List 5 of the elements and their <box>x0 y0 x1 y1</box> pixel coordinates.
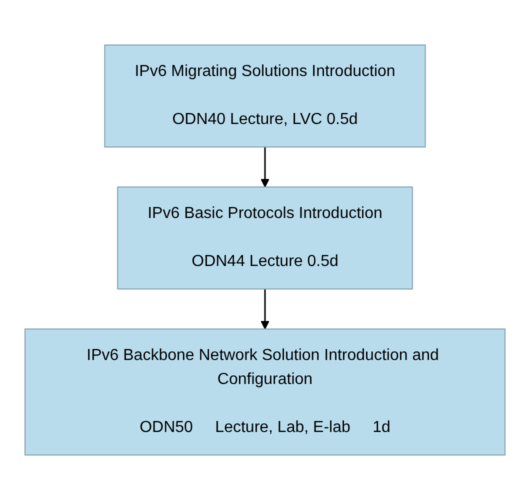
node-box: IPv6 Basic Protocols Introduction ODN44 Lecture 0.5d <box>117 186 413 289</box>
arrow <box>260 288 270 329</box>
node-box: IPv6 Backbone Network Solution Introduction and Configuration ODN50 Lecture, Lab, E-lab 1d <box>24 328 506 455</box>
node-box: IPv6 Migrating Solutions Introduction ODN40 Lecture, LVC 0.5d <box>104 44 426 147</box>
arrow <box>260 146 270 187</box>
